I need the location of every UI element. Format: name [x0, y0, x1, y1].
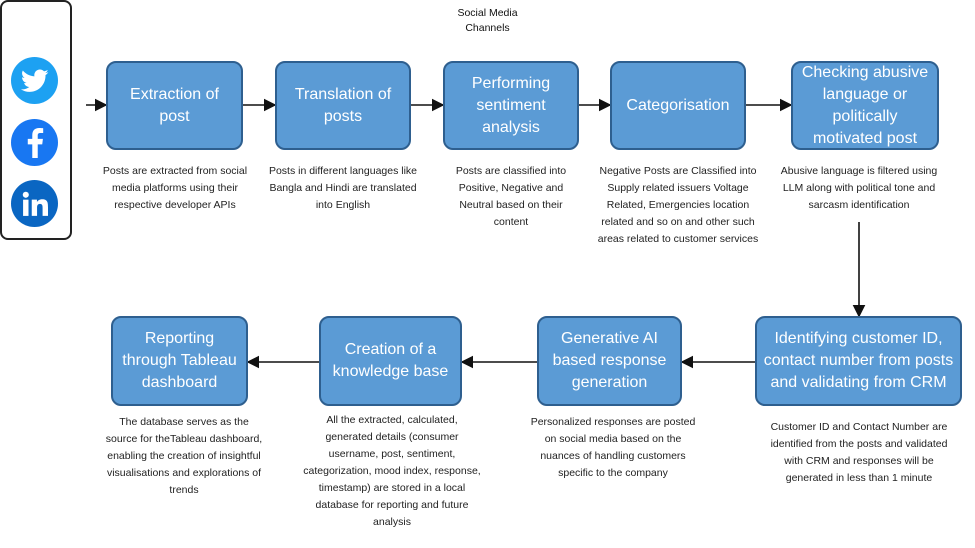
- social-media-channels-panel: Social Media Channels: [0, 0, 518, 240]
- step-identifying-label: Identifying customer ID, contact number …: [763, 330, 954, 391]
- social-media-channels-title: Social Media Channels: [457, 7, 518, 34]
- facebook-icon: [11, 119, 58, 166]
- step-sentiment-label: Performing sentiment analysis: [471, 74, 551, 136]
- step-extraction-box: Extraction of post: [106, 61, 243, 150]
- step-identifying-box: Identifying customer ID, contact number …: [755, 316, 962, 406]
- step-categorisation-box: Categorisation: [610, 61, 746, 150]
- step-generative-ai-description: Personalized responses are posted on soc…: [530, 416, 696, 479]
- linkedin-icon: [11, 180, 58, 227]
- step-reporting-description: The database serves as the source for th…: [105, 416, 263, 496]
- step-generative-ai-box: Generative AI based response generation: [537, 316, 682, 406]
- step-sentiment-description: Posts are classified into Positive, Nega…: [455, 165, 567, 228]
- step-translation-label: Translation of posts: [294, 85, 392, 125]
- step-reporting-label: Reporting through Tableau dashboard: [122, 330, 237, 391]
- step-translation-description: Posts in different languages like Bangla…: [268, 165, 418, 211]
- step-abusive-check-box: Checking abusive language or politically…: [791, 61, 939, 150]
- step-categorisation-description: Negative Posts are Classified into Suppl…: [597, 165, 759, 245]
- step-categorisation-label: Categorisation: [626, 96, 730, 114]
- step-knowledge-base-description: All the extracted, calculated, generated…: [303, 414, 481, 528]
- step-extraction-description: Posts are extracted from social media pl…: [102, 165, 248, 211]
- step-generative-ai-label: Generative AI based response generation: [552, 330, 667, 391]
- step-translation-box: Translation of posts: [275, 61, 411, 150]
- twitter-icon: [11, 57, 58, 104]
- step-knowledge-base-box: Creation of a knowledge base: [319, 316, 462, 406]
- step-reporting-box: Reporting through Tableau dashboard: [111, 316, 248, 406]
- step-knowledge-base-label: Creation of a knowledge base: [332, 341, 449, 380]
- step-abusive-check-description: Abusive language is filtered using LLM a…: [780, 165, 938, 211]
- step-abusive-check-label: Checking abusive language or politically…: [801, 63, 929, 147]
- step-identifying-description: Customer ID and Contact Number are ident…: [770, 421, 948, 484]
- step-sentiment-box: Performing sentiment analysis: [443, 61, 579, 150]
- step-extraction-label: Extraction of post: [130, 85, 219, 125]
